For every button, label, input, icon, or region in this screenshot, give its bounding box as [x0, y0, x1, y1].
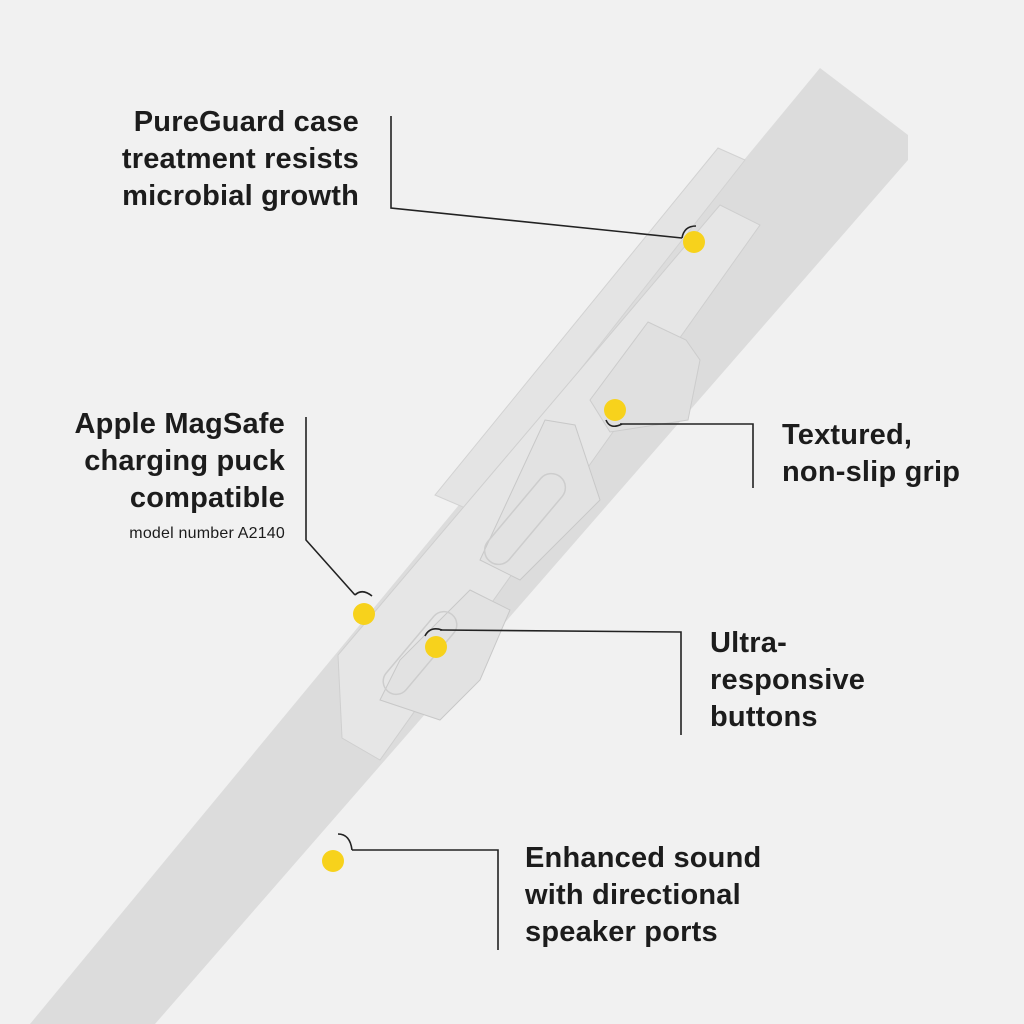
volume-up-button	[479, 419, 601, 581]
leader-hook-grip	[605, 419, 623, 428]
callout-buttons-line-1: Ultra-	[710, 627, 787, 659]
marker-grip-dot	[604, 399, 626, 421]
marker-pureguard-dot	[683, 231, 705, 253]
callout-pureguard-line-2: treatment resists	[121, 143, 359, 175]
marker-buttons-dot	[425, 636, 447, 658]
callout-sound-line-1: Enhanced sound	[525, 842, 762, 874]
leader-line-sound	[352, 849, 499, 950]
feature-markers	[322, 231, 705, 872]
callout-grip: Textured, non-slip grip	[782, 417, 960, 491]
volume-button-groove-2	[382, 610, 458, 696]
callout-pureguard-line-1: PureGuard case	[133, 106, 359, 138]
callout-pureguard: PureGuard case treatment resists microbi…	[122, 104, 359, 215]
callout-sound: Enhanced sound with directional speaker …	[525, 840, 761, 951]
callout-magsafe-line-3: compatible	[129, 482, 285, 514]
leader-line-grip	[620, 423, 754, 488]
callout-grip-line-1: Textured,	[782, 419, 913, 451]
callout-magsafe-model-note: model number A2140	[129, 525, 285, 542]
leader-hook-buttons	[424, 628, 443, 637]
callout-magsafe-line-2: charging puck	[84, 445, 285, 477]
leader-lines	[305, 116, 754, 950]
leader-hook-magsafe	[354, 590, 373, 597]
callout-sound-line-2: with directional	[525, 879, 741, 911]
callout-buttons-line-3: buttons	[710, 701, 818, 733]
callout-pureguard-line-3: microbial growth	[122, 180, 359, 212]
volume-down-button	[379, 589, 511, 721]
callout-magsafe-line-1: Apple MagSafe	[74, 408, 285, 440]
volume-button-groove-1	[483, 472, 567, 566]
marker-magsafe-dot	[353, 603, 375, 625]
callout-magsafe: Apple MagSafe charging puck compatible m…	[75, 406, 285, 545]
callout-grip-line-2: non-slip grip	[782, 456, 961, 488]
callout-buttons: Ultra- responsive buttons	[710, 625, 865, 736]
leader-line-buttons	[439, 629, 682, 735]
callout-sound-line-3: speaker ports	[525, 916, 718, 948]
leader-hook-pureguard	[681, 225, 697, 239]
marker-sound-dot	[322, 850, 344, 872]
leader-line-magsafe	[305, 417, 356, 596]
leader-hook-sound	[337, 833, 353, 851]
leader-line-pureguard	[390, 116, 683, 239]
callout-buttons-line-2: responsive	[710, 664, 866, 696]
